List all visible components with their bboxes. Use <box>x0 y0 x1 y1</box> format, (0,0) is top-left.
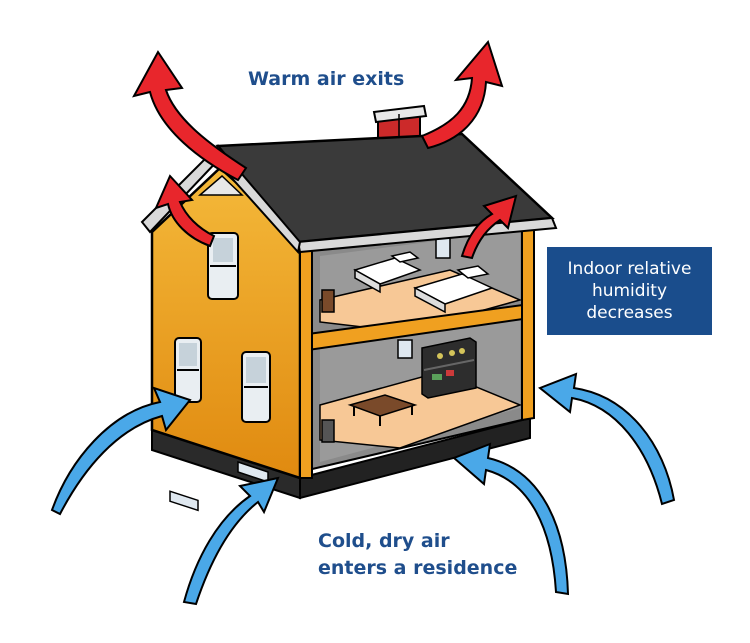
cold-air-arrow <box>182 476 280 606</box>
cold-air-arrow <box>452 442 570 596</box>
bed-icon <box>413 265 495 314</box>
cold-air-arrow <box>538 372 676 506</box>
warm-air-arrow <box>132 50 248 182</box>
attic-vent <box>197 174 244 196</box>
window <box>174 337 202 403</box>
humidity-callout-box: Indoor relative humidity decreases <box>547 247 712 335</box>
cold-air-label-line2: enters a residence <box>318 557 518 579</box>
window <box>207 232 239 300</box>
warm-air-arrow <box>420 39 504 150</box>
window <box>241 351 271 423</box>
warm-air-arrow <box>154 174 216 248</box>
cold-air-label-line1: Cold, dry air <box>318 530 450 552</box>
table-icon <box>347 394 418 426</box>
shelf-icon <box>421 337 477 399</box>
cold-air-label: Cold, dry air enters a residence <box>318 528 517 582</box>
cold-air-arrow <box>50 386 192 516</box>
humidity-label: Indoor relative humidity decreases <box>567 259 692 323</box>
lower-floor <box>319 371 523 449</box>
warm-air-label: Warm air exits <box>248 68 405 90</box>
vent-window <box>169 490 199 512</box>
warm-air-arrow <box>460 194 518 260</box>
bed-icon <box>353 251 422 294</box>
